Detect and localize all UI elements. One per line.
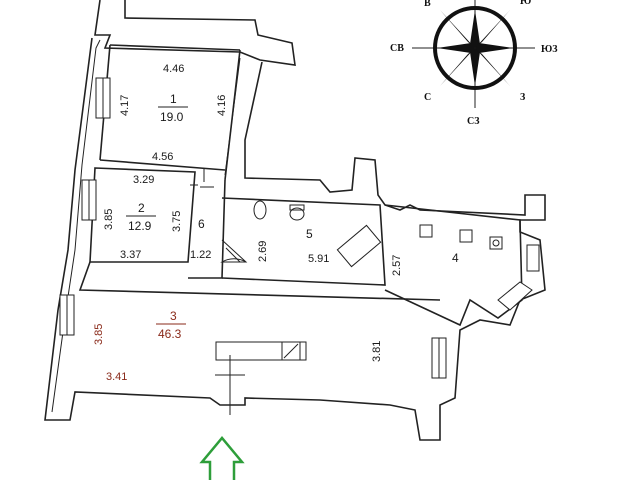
room-5-dim-right: 2.57 [391,255,403,276]
compass-label-left: СВ [390,43,404,54]
fixtures [215,200,503,415]
bathtub [336,224,382,268]
room-2-area: 12.9 [128,219,152,233]
compass-label-top-right: Ю [520,0,531,7]
room-2-dim-bottom: 3.37 [120,249,141,261]
room-3: 3.85 3.41 3.81 3 46.3 [93,309,383,383]
room-1-dim-bottom: 4.56 [152,151,173,163]
kitchen-counter [215,341,307,361]
compass-label-bottom: СЗ [467,116,480,127]
room-3-area: 46.3 [158,327,182,341]
entrance-arrow [199,436,245,480]
room-1-dim-top: 4.46 [163,63,184,75]
room-1-dim-left: 4.17 [119,95,131,116]
compass: В Ю СВ ЮЗ С З СЗ [390,0,558,127]
room-6: 6 1.22 [190,217,211,261]
room-2-number: 2 [138,201,145,215]
room-5-number: 5 [306,227,313,241]
compass-label-top-left: В [424,0,431,9]
room-5-dim-bottom: 5.91 [308,253,329,265]
compass-label-bottom-right: З [520,92,525,103]
room-3-dim-bottom: 3.41 [106,371,127,383]
room-2-dim-top: 3.29 [133,174,154,186]
room-1-dim-right: 4.16 [216,95,228,116]
room-1-number: 1 [170,92,177,106]
sink [289,207,305,221]
room-2-dim-left: 3.85 [103,209,115,230]
room-1-area: 19.0 [160,110,184,124]
compass-label-right: ЮЗ [541,44,558,55]
room-4-number: 4 [452,251,459,265]
room-2-dim-right: 3.75 [171,211,183,232]
compass-label-bottom-left: С [424,92,431,103]
room-3-dim-left: 3.85 [93,324,105,345]
door-swing [220,239,248,263]
room-6-number: 6 [198,217,205,231]
room-3-dim-right: 3.81 [371,341,383,362]
room-3-number: 3 [170,309,177,323]
room-5-dim-left: 2.69 [257,241,269,262]
room-5: 5 2.69 5.91 2.57 [257,227,403,276]
room-6-dim-bottom: 1.22 [190,249,211,261]
room-1: 4.46 4.17 4.16 4.56 1 19.0 [119,63,228,163]
room-2: 3.29 3.85 3.75 3.37 2 12.9 [103,174,183,261]
toilet [253,200,267,220]
windows [59,77,540,379]
